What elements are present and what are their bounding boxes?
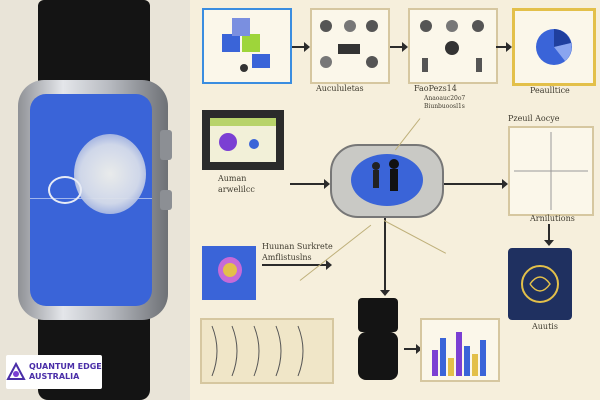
label-12: Auutis [532, 322, 558, 331]
logo-line-1: QUANTUM EDGE [29, 362, 102, 371]
label-9: Arnilutions [530, 214, 575, 223]
cubes-icon [222, 18, 270, 72]
label-7: Auman [218, 174, 247, 183]
brand-logo: QUANTUM EDGE AUSTRALIA [6, 355, 102, 389]
figures-icon-2 [420, 20, 484, 72]
arrow-8 [404, 344, 422, 354]
watchface-box [508, 248, 572, 320]
arrow-3 [496, 42, 512, 52]
cubes-box [202, 8, 292, 84]
figures-box-1 [310, 8, 390, 84]
dna-icon [211, 325, 304, 377]
pie-chart-icon [536, 29, 572, 65]
watch-crown [160, 130, 172, 160]
brain-box [202, 246, 256, 300]
grid-icon [514, 132, 588, 210]
pie-chart-box [512, 8, 596, 86]
watch-button [160, 190, 172, 210]
center-watch [330, 144, 444, 218]
brain-icon [218, 257, 242, 283]
figures-icon-1 [320, 20, 378, 68]
bar-chart-icon [432, 332, 486, 376]
label-10: Huunan Surkrete [262, 242, 333, 251]
center-watch-screen [351, 154, 423, 206]
label-4: Biunbuoosl1s [424, 103, 465, 110]
brand-logo-icon [6, 362, 26, 380]
watchface-icon [521, 265, 559, 303]
watch-screen [30, 94, 152, 306]
arrow-9 [380, 218, 390, 296]
label-5: Peaulltice [530, 86, 570, 95]
label-3: Anaoauc20o7 [424, 95, 466, 102]
figures-box-2 [408, 8, 498, 84]
grid-box [508, 126, 594, 216]
band-icon [358, 298, 398, 380]
bar-chart-box [420, 318, 500, 382]
arrow-6 [544, 224, 554, 246]
label-6: Pzeuil Aocye [508, 114, 560, 123]
arrow-1 [292, 42, 310, 52]
dna-box [200, 318, 334, 384]
band-box [354, 298, 402, 384]
arrow-4 [290, 179, 330, 189]
screen-ring [48, 176, 82, 204]
label-1: Aucululetas [316, 84, 364, 93]
left-hero-panel: QUANTUM EDGE AUSTRALIA [0, 0, 190, 400]
tablet-box [202, 110, 284, 170]
label-8: arwelilcc [218, 185, 255, 194]
tablet-screen-icon [210, 118, 276, 162]
fingerprint-blob [74, 134, 146, 214]
label-2: FaoPezs14 [414, 84, 457, 93]
arrow-5 [444, 179, 508, 189]
arrow-7 [262, 260, 332, 270]
logo-line-2: AUSTRALIA [29, 372, 80, 381]
arrow-2 [390, 42, 408, 52]
label-11: Amflistuslns [262, 253, 312, 262]
